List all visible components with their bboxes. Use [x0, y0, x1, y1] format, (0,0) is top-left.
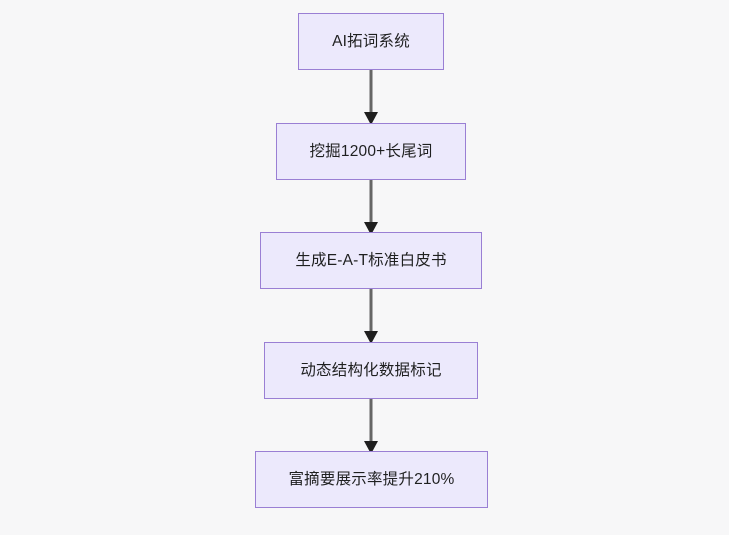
flow-node-mine-longtail-keywords[interactable]: 挖掘1200+长尾词	[276, 123, 466, 180]
flow-node-ai-keyword-system[interactable]: AI拓词系统	[298, 13, 444, 70]
flow-node-generate-eat-whitepaper[interactable]: 生成E-A-T标准白皮书	[260, 232, 482, 289]
flow-node-label: 动态结构化数据标记	[300, 361, 442, 379]
edge-n1-n2	[355, 68, 387, 126]
flow-node-label: 生成E-A-T标准白皮书	[295, 251, 447, 269]
edge-n4-n5	[355, 397, 387, 455]
edge-n3-n4	[355, 287, 387, 345]
edge-n2-n3	[355, 178, 387, 236]
flow-node-label: AI拓词系统	[332, 32, 410, 50]
flow-node-dynamic-structured-data-markup[interactable]: 动态结构化数据标记	[264, 342, 478, 399]
flow-node-rich-snippet-rate-increase[interactable]: 富摘要展示率提升210%	[255, 451, 488, 508]
flow-node-label: 挖掘1200+长尾词	[309, 142, 433, 160]
flow-node-label: 富摘要展示率提升210%	[288, 470, 455, 488]
